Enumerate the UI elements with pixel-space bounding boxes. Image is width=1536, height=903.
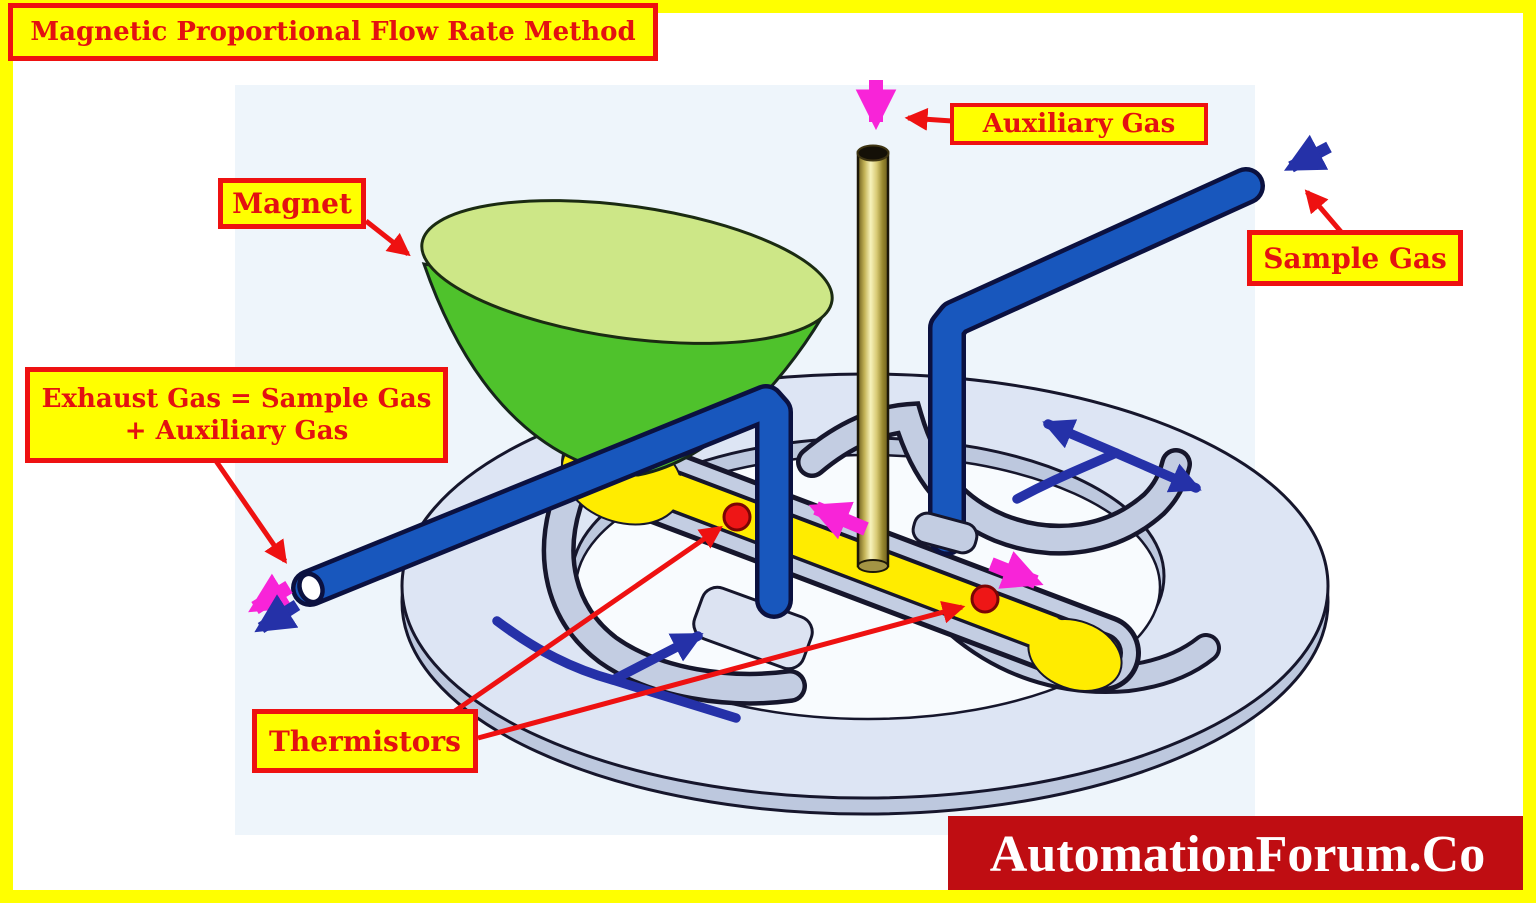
sample-gas-pointer-icon: [1304, 189, 1344, 235]
label-exhaust-line2: + Auxiliary Gas: [124, 416, 349, 446]
auxiliary-gas-tube: [856, 144, 890, 573]
aux-tube-bottom: [857, 559, 889, 573]
flow-split-right-icon: [1111, 448, 1202, 493]
aux-gas-pointer-icon: [904, 107, 953, 131]
page-title: Magnetic Proportional Flow Rate Method: [8, 3, 658, 61]
logo-automationforum: AutomationForum.Co: [948, 816, 1527, 892]
ring-flow-arrows: [492, 419, 1202, 723]
thermistor-right: [970, 584, 1000, 614]
exhaust-tube: [295, 388, 789, 615]
magnet-cone-top: [420, 199, 834, 345]
label-magnet: Magnet: [218, 178, 366, 229]
thermistor-pointer-left-icon: [450, 525, 723, 716]
aux-tube-body: [856, 150, 890, 568]
label-exhaust-equation: Exhaust Gas = Sample Gas + Auxiliary Gas: [25, 367, 448, 463]
sample-gas-inlet-arrow-icon: [1283, 134, 1332, 173]
label-sample-gas: Sample Gas: [1247, 230, 1463, 286]
exhaust-tube-opening: [297, 571, 325, 605]
sample-tube-collar: [911, 511, 979, 555]
bypass-channel: [560, 424, 1141, 692]
label-exhaust-line1: Exhaust Gas = Sample Gas: [41, 383, 432, 414]
label-auxiliary-gas: Auxiliary Gas: [950, 103, 1208, 145]
flow-split-stem: [1012, 448, 1121, 504]
aux-tube-opening: [856, 144, 890, 162]
channel-flow-right-arrow-icon: [988, 551, 1044, 589]
flow-merge-up-icon: [608, 631, 704, 685]
sample-tube: [932, 171, 1261, 552]
wall-lower-left: [546, 485, 803, 702]
exhaust-pointer-icon: [213, 459, 288, 564]
annotation-arrows: [213, 107, 1344, 741]
sample-gas-tube: [911, 167, 1265, 556]
exhaust-out-blue-arrow-icon: [254, 594, 301, 634]
flow-split-left-icon: [1042, 419, 1121, 458]
thermistor-pointer-right-icon: [477, 601, 966, 741]
channel-yellow-overlay: [595, 451, 1109, 667]
exhaust-gas-tube: [291, 384, 793, 619]
blue-gas-arrows: [254, 134, 1332, 634]
magnet-pointer-icon: [364, 219, 411, 257]
flow-merge-stem: [492, 616, 741, 723]
channel-flow-left-arrow-icon: [808, 501, 869, 540]
label-thermistors: Thermistors: [252, 709, 478, 773]
thermistor-left: [722, 502, 752, 532]
